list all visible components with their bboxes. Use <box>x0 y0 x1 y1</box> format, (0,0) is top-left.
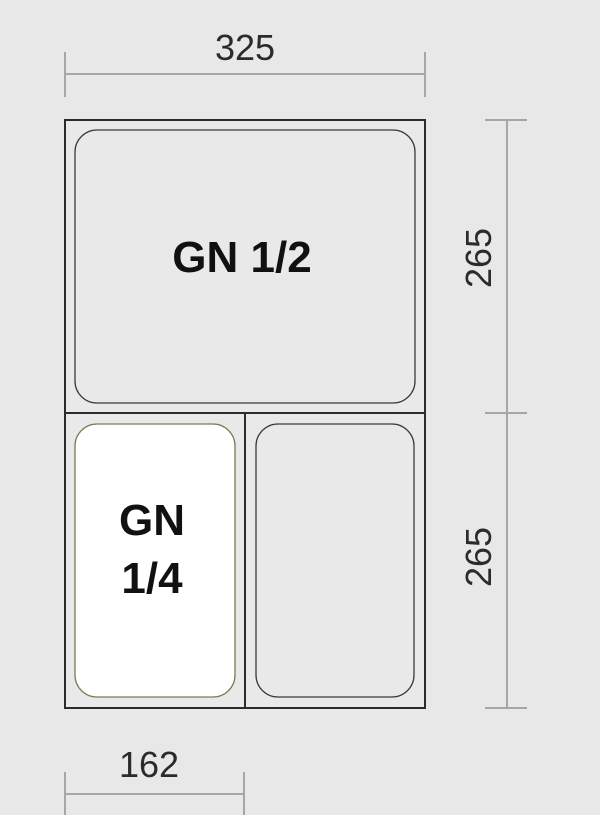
bottom-width-label: 162 <box>119 744 179 785</box>
pan-gn-half-outline <box>74 129 416 404</box>
pan-gn-quarter-label-line2: 1/4 <box>121 554 183 603</box>
pan-gn-half-label: GN 1/2 <box>172 233 311 282</box>
pan-gn-quarter-label-line1: GN <box>119 496 185 545</box>
top-width-label: 325 <box>215 27 275 68</box>
right-upper-height-label: 265 <box>458 228 499 288</box>
right-lower-height-label: 265 <box>458 527 499 587</box>
pan-gn-quarter: GN 1/4 <box>74 423 236 698</box>
bottom-width-dimension: 162 <box>64 744 245 815</box>
right-height-dimension: 265 265 <box>458 119 527 709</box>
pan-gn-quarter-outline <box>74 423 236 698</box>
pan-empty-quarter <box>255 423 415 698</box>
pan-gn-half: GN 1/2 <box>74 129 416 404</box>
top-width-dimension: 325 <box>64 27 426 97</box>
